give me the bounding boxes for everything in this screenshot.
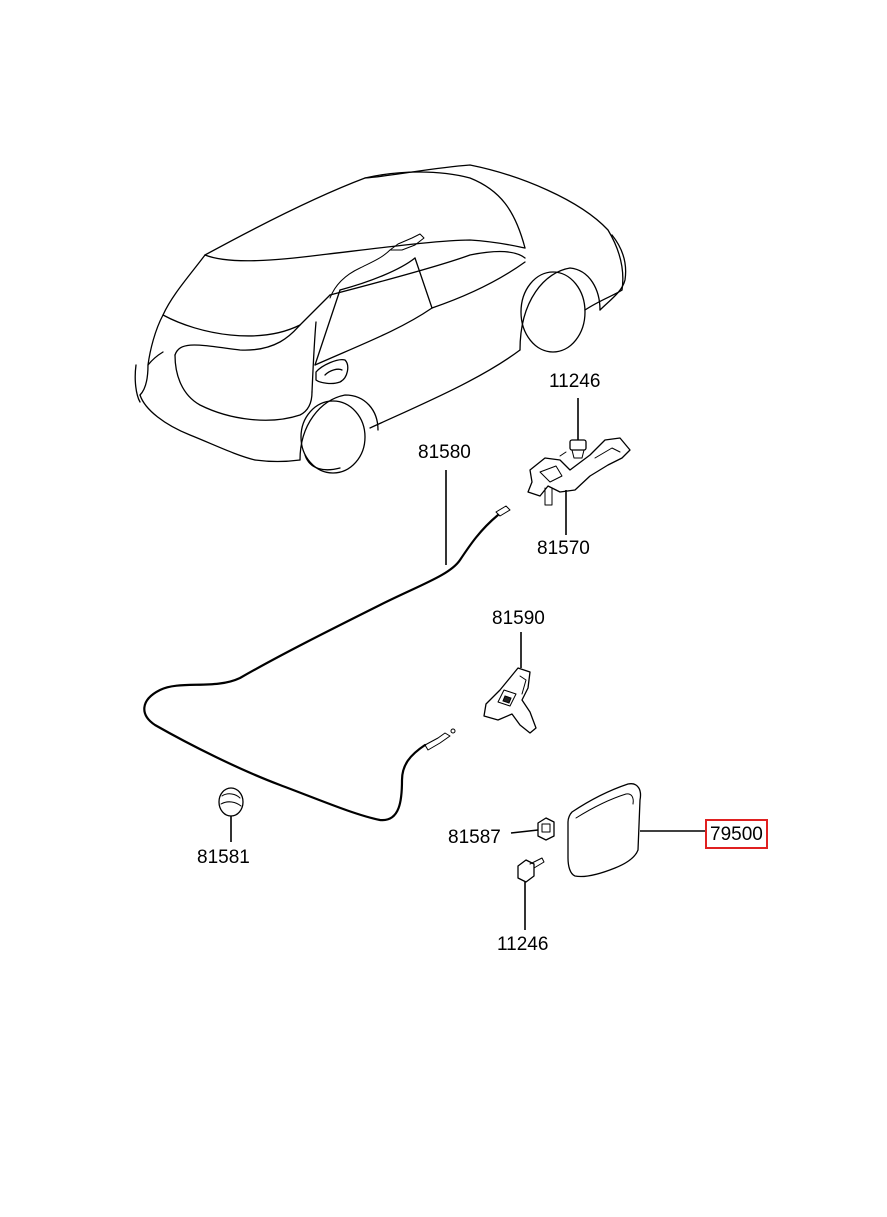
bolt-11246-bottom — [517, 857, 545, 930]
part-number-11246-bottom[interactable]: 11246 — [497, 934, 549, 955]
part-number-81587[interactable]: 81587 — [448, 827, 501, 848]
part-number-81581[interactable]: 81581 — [197, 847, 250, 868]
part-number-11246-top[interactable]: 11246 — [549, 371, 601, 392]
cable-81580 — [143, 470, 511, 822]
part-number-81580[interactable]: 81580 — [418, 442, 471, 463]
grommet-81581 — [218, 787, 244, 842]
part-number-81570[interactable]: 81570 — [537, 538, 590, 559]
latch-81590 — [483, 632, 537, 734]
vehicle-illustration — [134, 164, 627, 474]
opener-lever-81570 — [527, 437, 631, 535]
part-number-79500[interactable]: 79500 — [705, 819, 768, 849]
clip-81587 — [510, 817, 555, 841]
part-number-81590[interactable]: 81590 — [492, 608, 545, 629]
fuel-door-79500 — [567, 783, 706, 878]
bolt-11246-top — [559, 398, 587, 459]
